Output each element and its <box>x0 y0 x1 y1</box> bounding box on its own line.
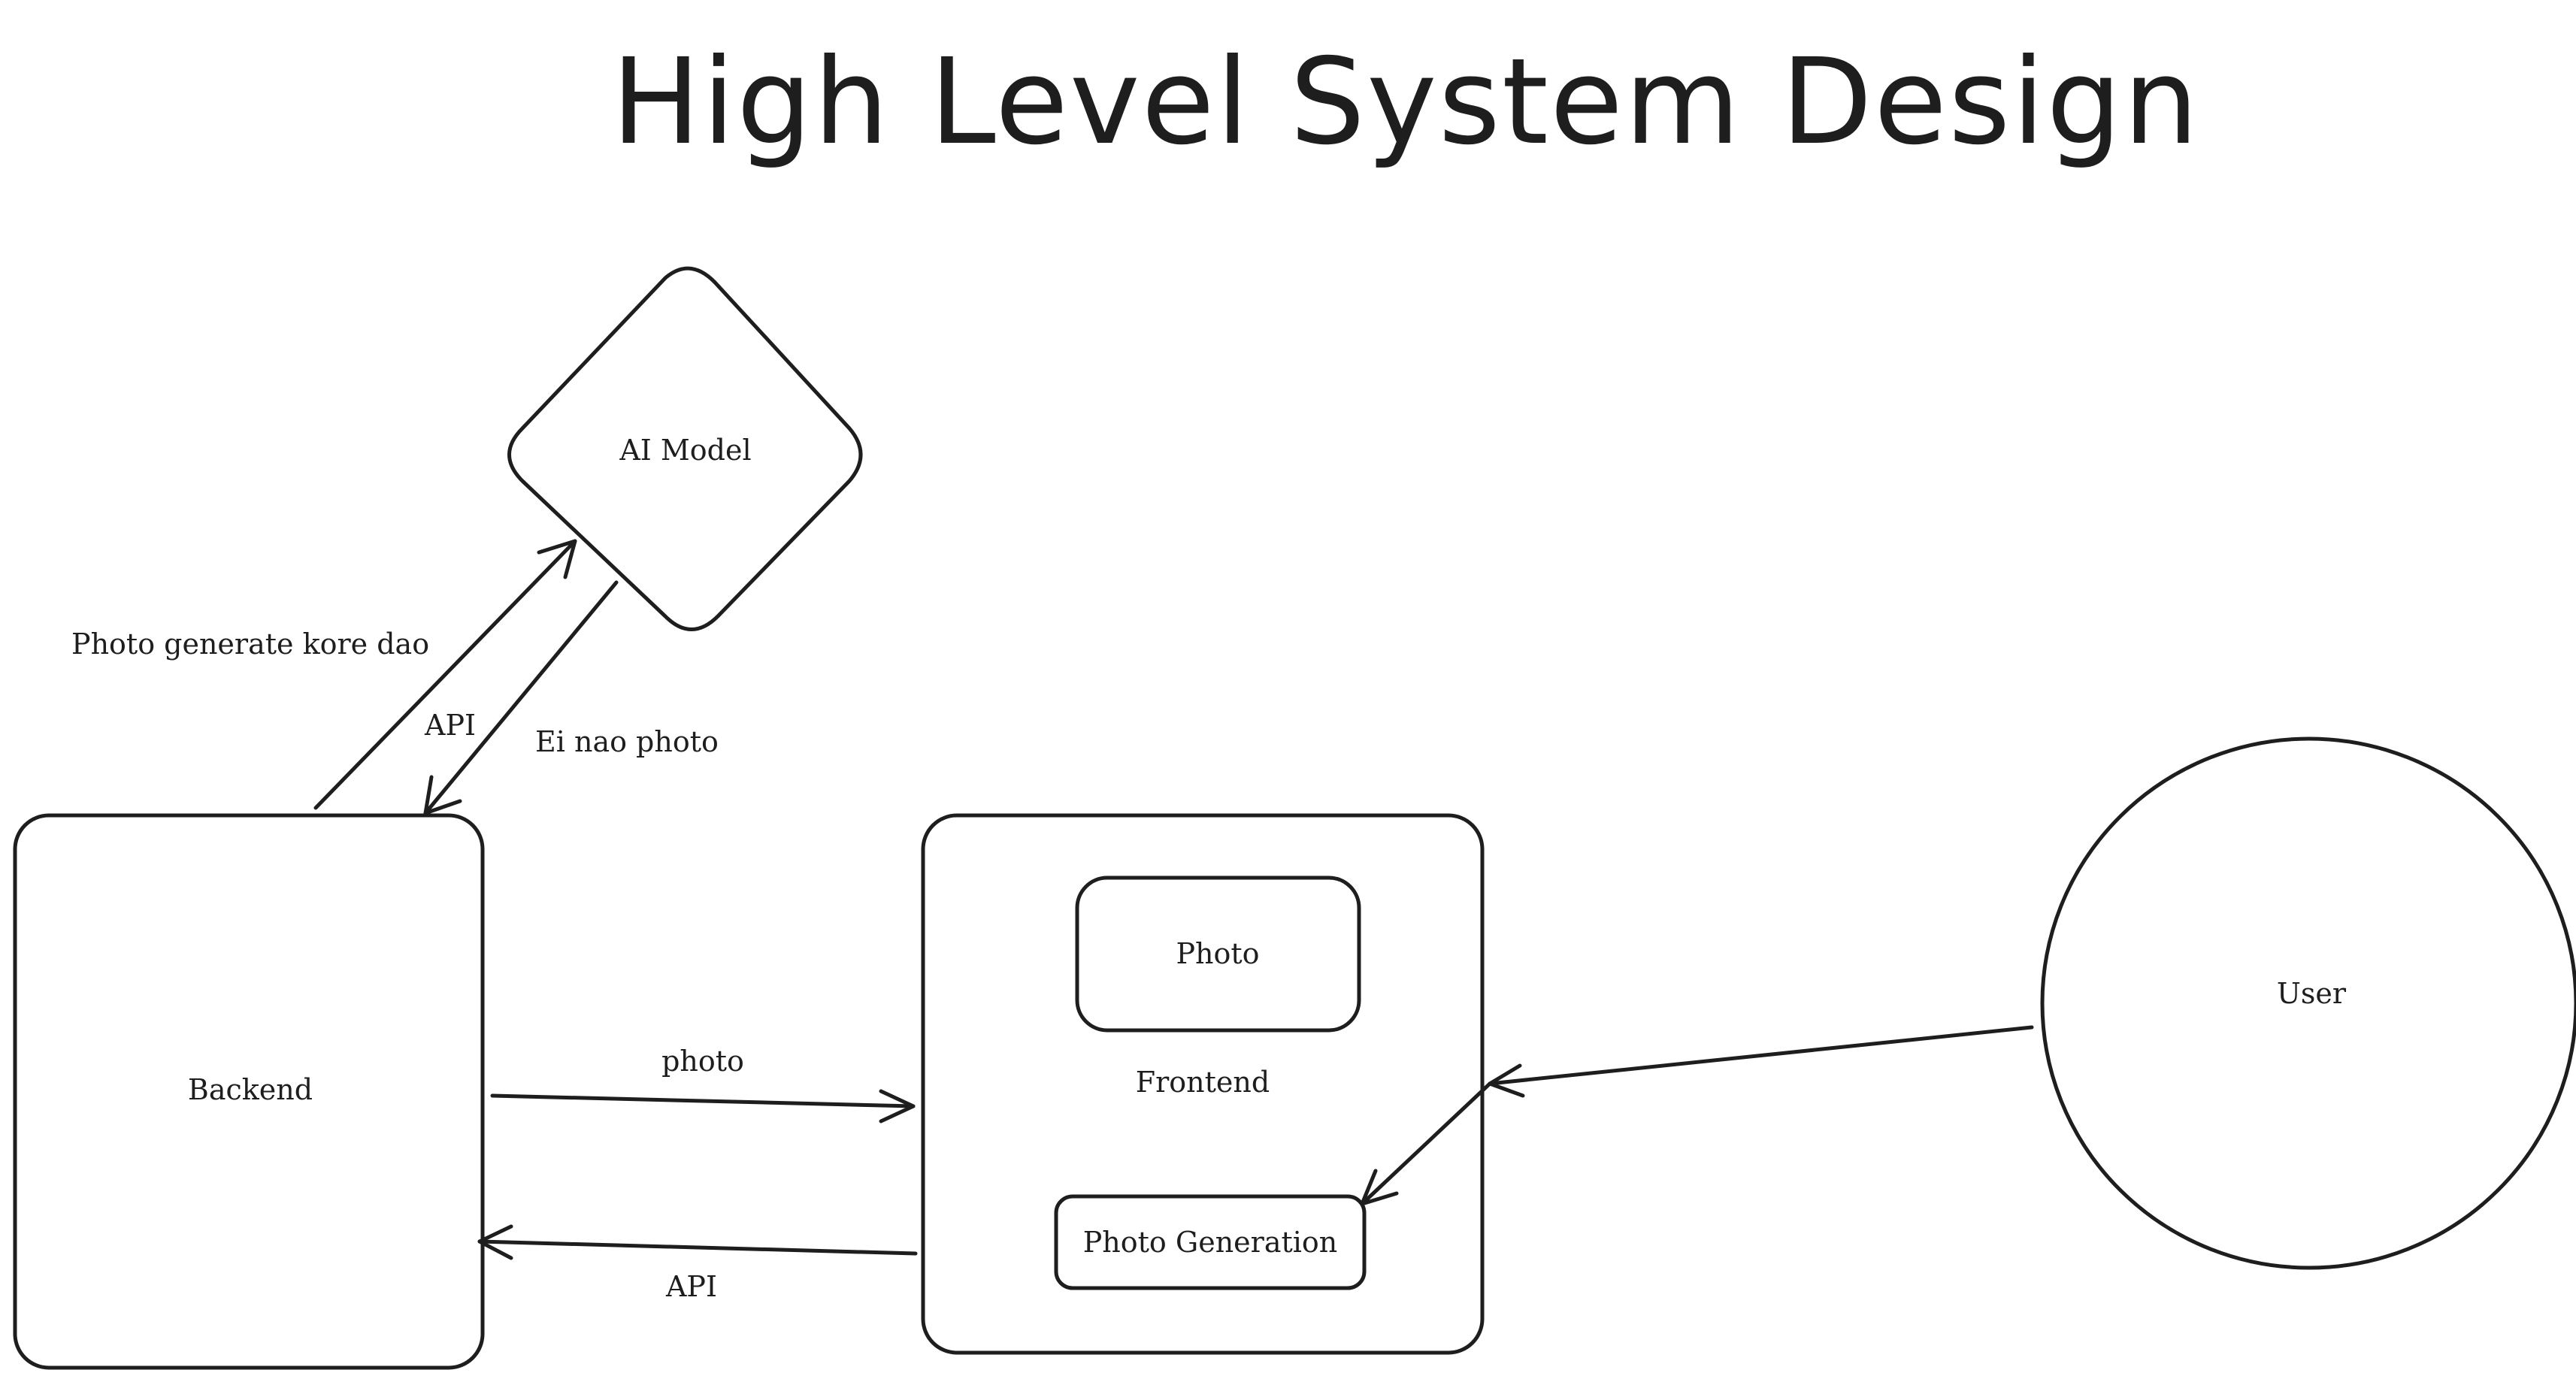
frontend-label: Frontend <box>1136 1066 1270 1099</box>
arrowhead-icon <box>879 1089 916 1123</box>
edge-backend-to-ai-model-label: Photo generate kore dao <box>71 628 429 661</box>
arrowhead-icon <box>537 539 577 579</box>
edge-frontend-to-backend-label: API <box>665 1270 717 1303</box>
node-backend[interactable]: Backend <box>13 813 485 1370</box>
backend-box-shape <box>13 813 485 1370</box>
user-label: User <box>2277 977 2347 1010</box>
photo-box-shape <box>1075 875 1361 1033</box>
node-frontend[interactable]: Frontend <box>921 813 1485 1355</box>
user-circle-shape <box>2040 736 2576 1270</box>
edge-ai-model-to-backend-label: Ei nao photo <box>535 725 719 758</box>
edge-ai-api-label: API <box>424 709 476 742</box>
edge-user-to-frontend-line <box>1488 1025 2034 1086</box>
edge-frontend-to-photo-generation-line <box>1360 1081 1492 1206</box>
edge-backend-to-frontend-label: photo <box>661 1045 744 1078</box>
edge-frontend-to-photo-generation[interactable] <box>1360 1081 1492 1206</box>
node-user[interactable]: User <box>2040 736 2576 1270</box>
arrowhead-icon <box>1360 1169 1399 1206</box>
edge-ai-model-to-backend[interactable]: Ei nao photo <box>423 580 719 815</box>
edge-ai-model-to-backend-line <box>423 580 619 815</box>
photo-generation-box-shape <box>1054 1194 1367 1290</box>
arrowhead-icon <box>477 1224 513 1260</box>
node-ai-model[interactable]: AI Model <box>507 266 863 631</box>
diagram-title: High Level System Design <box>611 33 2200 171</box>
edge-backend-to-frontend[interactable]: photo <box>490 1045 916 1123</box>
arrowhead-icon <box>423 775 462 815</box>
ai-model-label: AI Model <box>619 434 751 467</box>
edge-frontend-to-backend-line <box>477 1239 918 1256</box>
edge-backend-to-ai-model[interactable]: Photo generate kore dao API <box>71 539 577 810</box>
node-photo-generation[interactable]: Photo Generation <box>1054 1194 1367 1290</box>
edge-user-to-frontend[interactable] <box>1488 1025 2034 1098</box>
backend-label: Backend <box>188 1073 313 1106</box>
ai-model-diamond-shape <box>507 266 863 631</box>
photo-label: Photo <box>1176 937 1259 970</box>
edge-backend-to-frontend-line <box>490 1093 916 1108</box>
edge-backend-to-ai-model-line <box>313 539 577 810</box>
photo-generation-label: Photo Generation <box>1083 1226 1338 1259</box>
frontend-box-shape <box>921 813 1485 1355</box>
edge-frontend-to-backend[interactable]: API <box>477 1224 918 1303</box>
node-photo[interactable]: Photo <box>1075 875 1361 1033</box>
